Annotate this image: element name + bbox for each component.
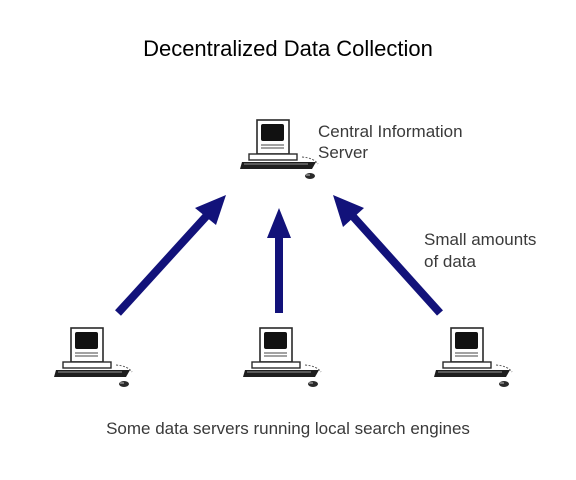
data-server-left-icon (53, 327, 133, 388)
arrow-right-head (333, 195, 364, 227)
arrow-left-head (195, 195, 226, 225)
central-server-icon (239, 119, 319, 180)
central-server-label: Central Information Server (318, 121, 463, 163)
central-server-label-line: Central Information (318, 122, 463, 141)
flow-label-line: Small amounts (424, 230, 537, 249)
data-server-middle-icon (242, 327, 322, 388)
arrow-middle-head (267, 208, 291, 238)
central-server-label-line: Server (318, 143, 369, 162)
flow-label-line: of data (424, 252, 476, 271)
data-servers-caption: Some data servers running local search e… (106, 419, 470, 438)
arrow-right (346, 209, 443, 316)
arrow-left (115, 208, 214, 316)
diagram-title: Decentralized Data Collection (143, 36, 433, 61)
flow-label: Small amounts of data (424, 229, 536, 273)
data-server-right-icon (433, 327, 513, 388)
